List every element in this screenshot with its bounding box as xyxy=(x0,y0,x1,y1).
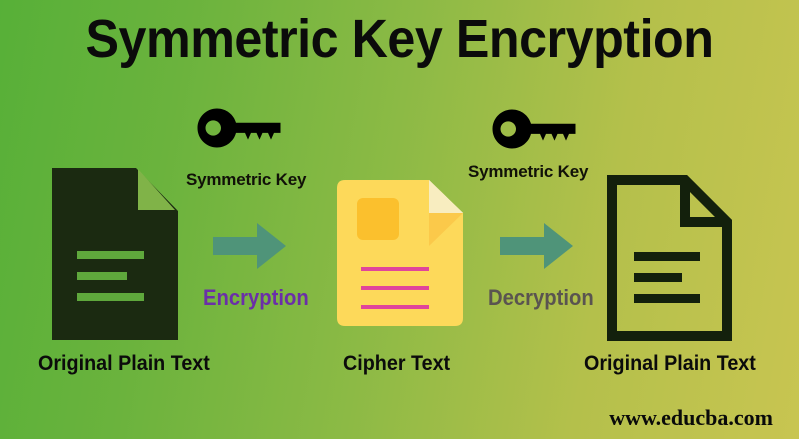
key-icon xyxy=(197,108,281,148)
process-label-encryption: Encryption xyxy=(203,285,309,310)
key-icon xyxy=(492,109,576,149)
document-outline-icon xyxy=(607,175,732,341)
caption-original-plain-text-1: Original Plain Text xyxy=(38,352,210,375)
process-label-decryption: Decryption xyxy=(488,285,594,310)
watermark: www.educba.com xyxy=(609,405,773,430)
symmetric-key-label-1: Symmetric Key xyxy=(186,170,307,189)
document-filled-icon xyxy=(52,168,178,340)
arrow-right-icon xyxy=(500,222,574,270)
arrow-right-icon xyxy=(213,222,287,270)
caption-original-plain-text-2: Original Plain Text xyxy=(584,352,756,375)
symmetric-key-label-2: Symmetric Key xyxy=(468,162,589,181)
page-title: Symmetric Key Encryption xyxy=(85,9,714,69)
document-cipher-icon xyxy=(337,180,463,326)
caption-cipher-text: Cipher Text xyxy=(343,352,451,375)
